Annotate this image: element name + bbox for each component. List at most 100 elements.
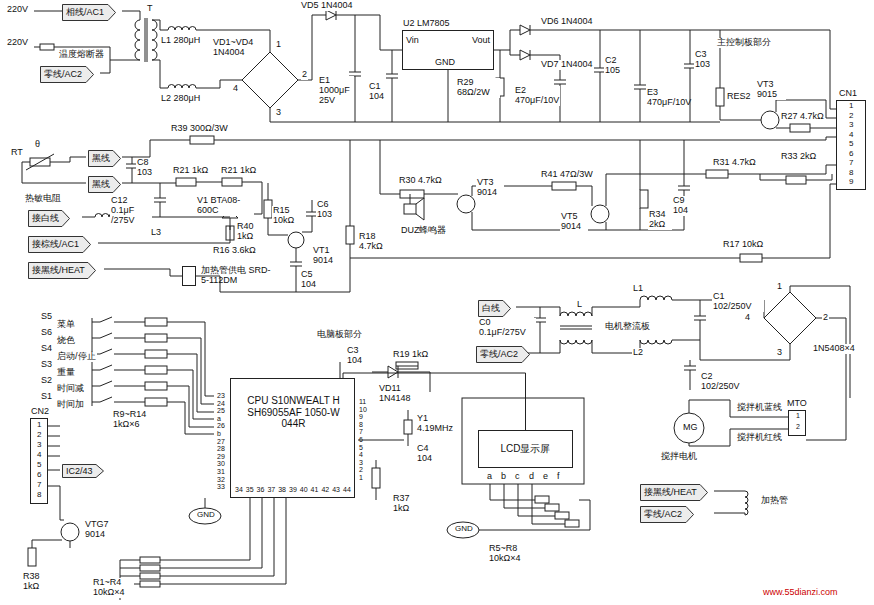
part-label: 4 (232, 84, 239, 94)
part-label: C5 104 (300, 270, 324, 290)
part-label: 9 (848, 178, 854, 187)
part-label: VT1 9014 (312, 246, 340, 266)
part-label: 23 (216, 392, 226, 400)
part-label: 220V (6, 5, 29, 15)
wire (689, 400, 788, 446)
part-label: VD11 1N4148 (378, 384, 412, 404)
part-label: c (514, 472, 521, 482)
part-label: S5 (40, 312, 53, 322)
part-label: 2 (822, 313, 829, 323)
wire (398, 366, 399, 378)
wire (640, 340, 672, 344)
pin-name: Vin (406, 35, 419, 45)
part-label: 6 (36, 471, 42, 480)
part-label: RES2 (726, 92, 752, 102)
wire (22, 157, 86, 183)
part-label: C6 103 (316, 200, 342, 220)
part-label: 时间减 (56, 384, 85, 394)
part-label: 1 (776, 282, 783, 292)
part-label: 30 (216, 460, 226, 468)
part-label: R40 1kΩ (236, 222, 264, 242)
node-label: IC2/43 (66, 466, 93, 476)
component-symbol (176, 178, 196, 186)
part-label: 1N5408×4 (812, 344, 856, 354)
part-label: C1 104 (368, 82, 390, 102)
component-symbol (145, 334, 167, 342)
part-label: 220V (6, 38, 29, 48)
part-label: 35 (245, 486, 255, 494)
tag-shape (29, 237, 91, 253)
wire-tag: 零线/AC2 (40, 66, 93, 83)
part-label: R17 10kΩ (722, 240, 764, 250)
node-label: 零线/AC2 (44, 69, 82, 79)
part-label: 加热管 (760, 496, 789, 506)
wire (684, 360, 696, 390)
part-label: L1 (632, 284, 644, 294)
part-label: C8 103 (136, 158, 158, 178)
tag-shape (63, 5, 116, 21)
wire (349, 15, 361, 122)
component-box: LCD显示屏 (478, 430, 573, 468)
part-label: 搅拌机蓝线 (736, 403, 783, 413)
part-label: 1 (275, 40, 282, 50)
wire (684, 30, 696, 122)
component-symbol (222, 178, 242, 186)
part-label: 主控制板部分 (716, 38, 772, 48)
wire (230, 226, 231, 230)
component-symbol (40, 44, 54, 50)
part-label: R21 1kΩ (172, 166, 209, 176)
part-label: C3 103 (694, 50, 718, 70)
part-label: 5 (848, 140, 854, 149)
part-label: C2 102/250V (700, 372, 752, 392)
component-symbol (716, 88, 724, 106)
wire (135, 20, 140, 60)
wire (92, 349, 214, 412)
wire (376, 460, 377, 500)
wire (760, 174, 832, 180)
part-label: VD1~VD4 1N4004 (212, 38, 258, 58)
part-label: V1 BTA08-600C (196, 196, 254, 216)
wire (560, 307, 592, 353)
part-label: 2 (358, 466, 364, 474)
component-symbol (404, 420, 412, 434)
part-label: C9 104 (672, 196, 696, 216)
part-label: Y1 4.19MHz (416, 414, 456, 434)
component-symbol (447, 522, 479, 538)
part-label: C12 0.1μF /275V (110, 196, 152, 226)
part-label: 28 (216, 445, 226, 453)
component-symbol (640, 190, 648, 208)
part-label: MG (682, 423, 699, 433)
wire (270, 108, 720, 122)
wire-tag: 黑线 (88, 150, 121, 167)
wire (154, 183, 166, 217)
part-label: 44 (342, 486, 352, 494)
wire-tag: 相线/AC1 (62, 4, 115, 21)
wire-tag: 白线 (478, 300, 511, 317)
component-symbol (400, 190, 424, 198)
part-label: R19 1kΩ (392, 350, 429, 360)
tag-shape (479, 301, 511, 317)
part-label: C2 105 (604, 56, 628, 76)
part-label: a (216, 415, 222, 423)
component-symbol (145, 318, 167, 326)
node-label: 零线/AC2 (644, 509, 682, 519)
part-label: 3 (275, 108, 282, 118)
part-label: 7 (36, 481, 42, 490)
wire (298, 15, 402, 80)
part-label: E2 470μF/10V (514, 86, 560, 106)
component-box: CPU S10NWEALT H SH69055AF 1050-W 044R (230, 378, 355, 498)
wire (530, 25, 531, 35)
node-label: 接黑线/HEAT (644, 487, 697, 497)
component-symbol (140, 573, 160, 579)
part-label: 烧色 (56, 336, 76, 346)
part-label: 10 (358, 406, 368, 414)
component-symbol (555, 512, 569, 519)
node-label: 零线/AC2 (480, 349, 518, 359)
part-label: 25 (216, 407, 226, 415)
component-symbol (346, 226, 354, 244)
part-label: GND (196, 511, 216, 520)
part-label: E3 470μF/10V (646, 88, 688, 108)
part-label: e (542, 472, 549, 482)
node-label: CN1 (839, 88, 857, 98)
part-label: 7 (358, 428, 364, 436)
